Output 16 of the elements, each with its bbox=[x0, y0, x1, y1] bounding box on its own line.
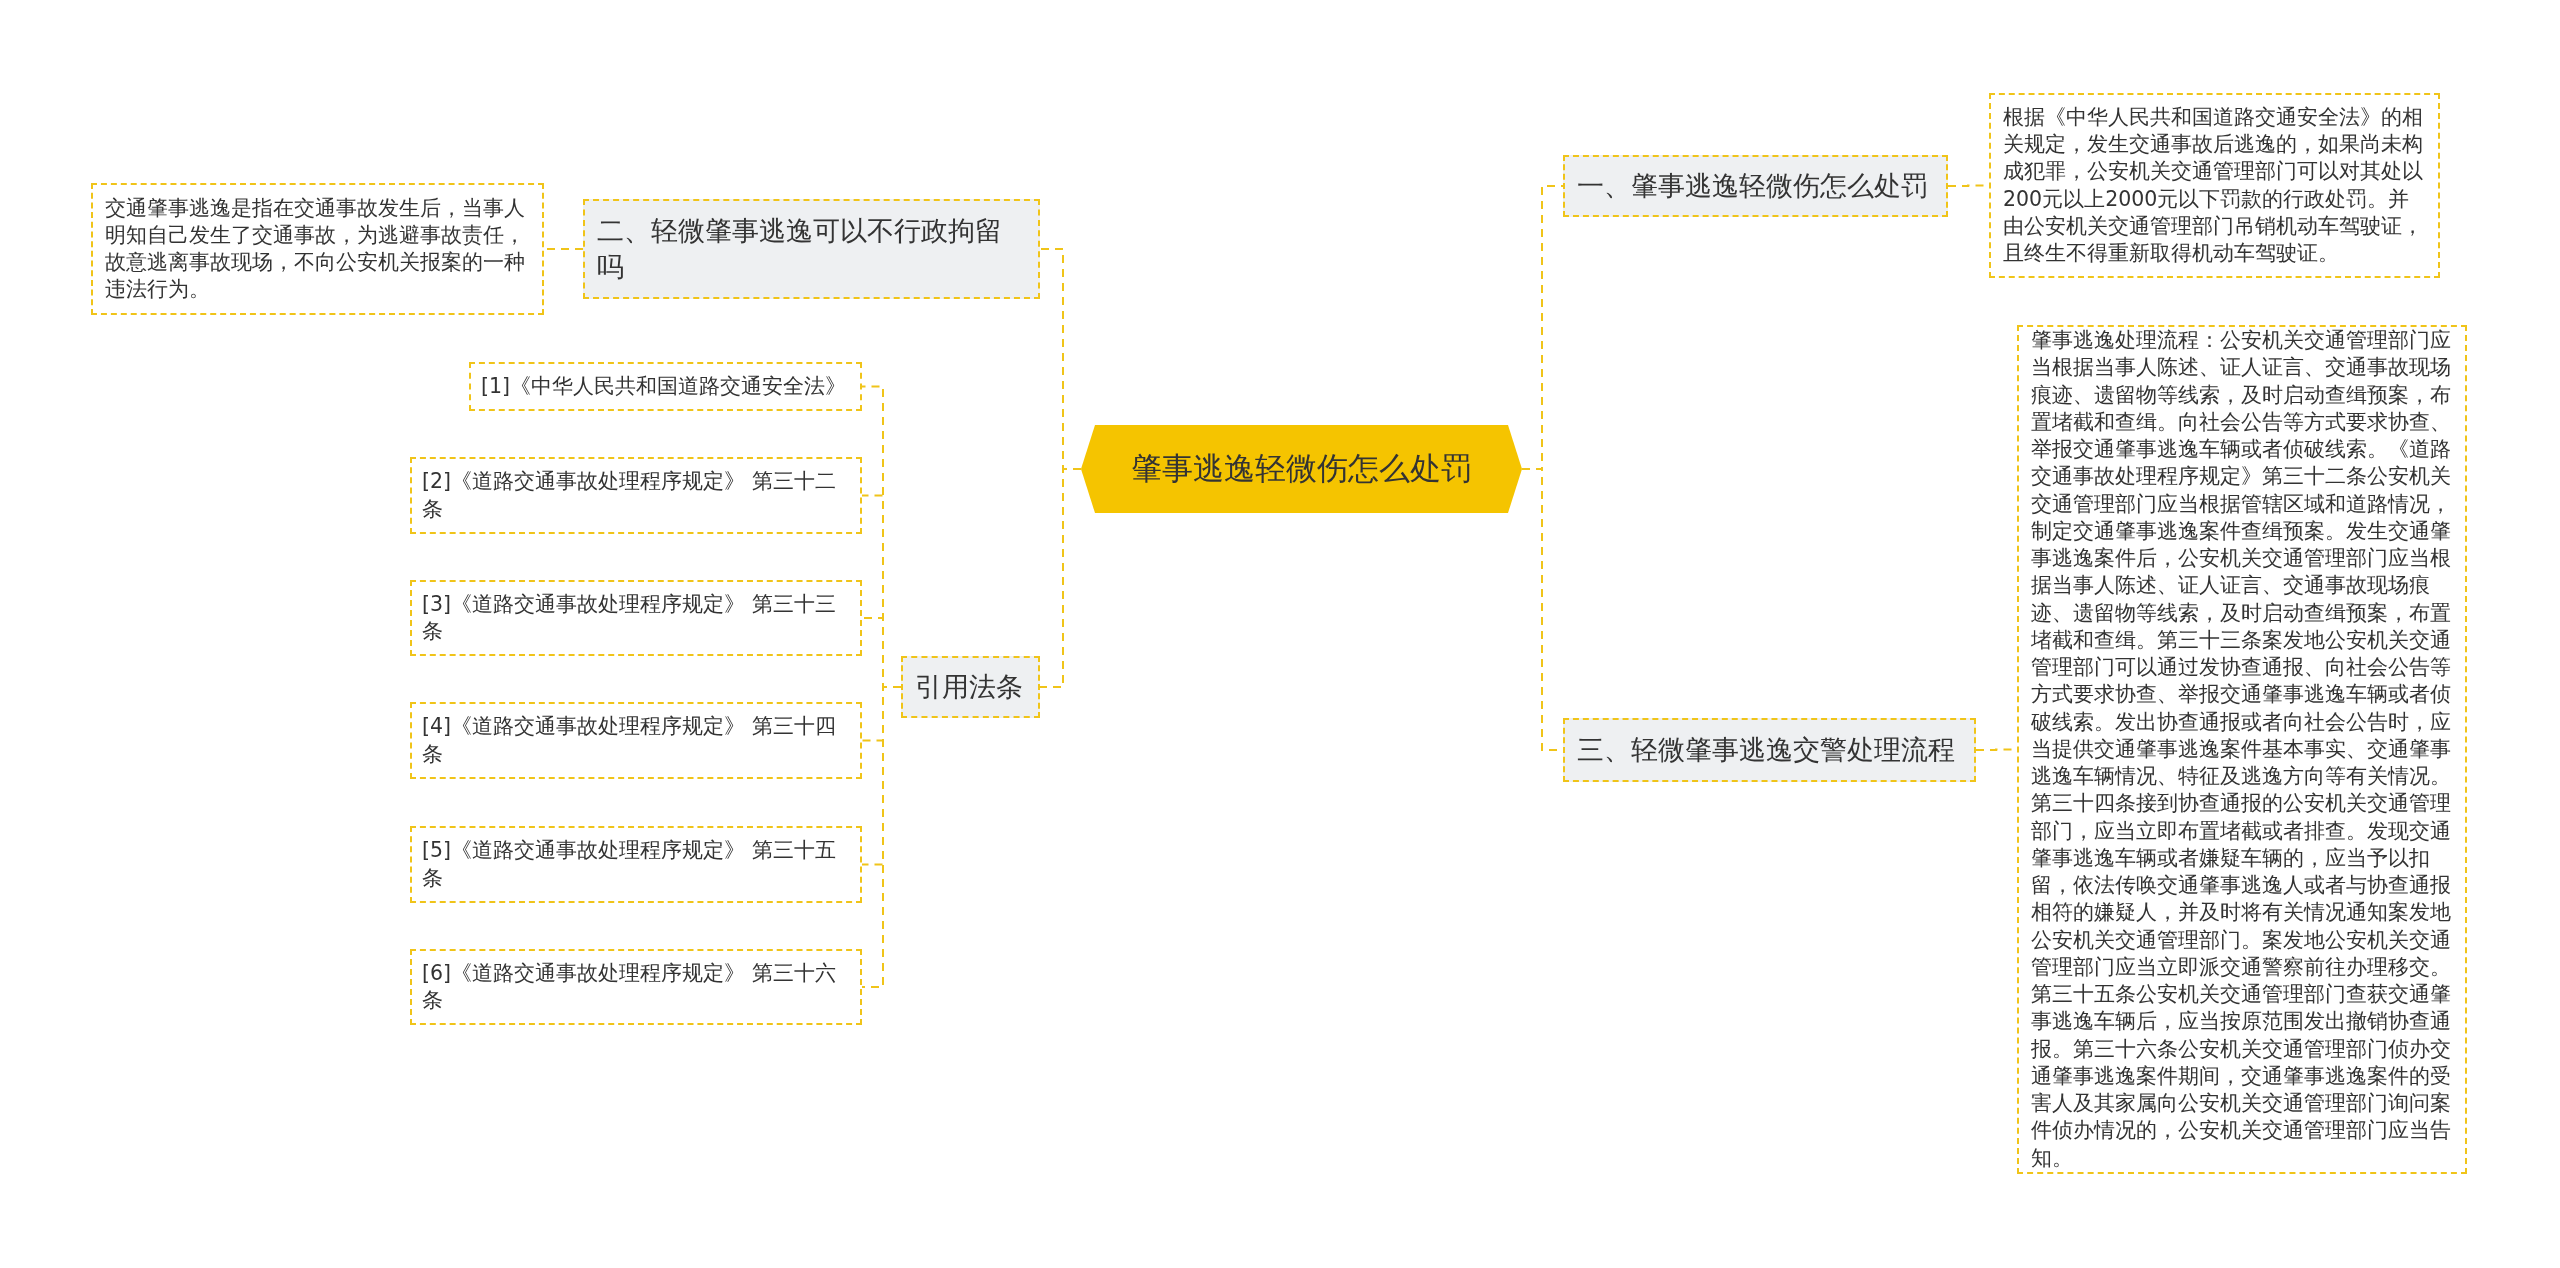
topic-box: 一、肇事逃逸轻微伤怎么处罚 bbox=[1563, 155, 1948, 217]
topic-hexagon: 肇事逃逸轻微伤怎么处罚 bbox=[1081, 425, 1522, 513]
topic-box: 引用法条 bbox=[901, 656, 1040, 718]
citation-box: [5]《道路交通事故处理程序规定》 第三十五条 bbox=[410, 826, 862, 903]
citation-box: [4]《道路交通事故处理程序规定》 第三十四条 bbox=[410, 702, 862, 779]
citation-box: [6]《道路交通事故处理程序规定》 第三十六条 bbox=[410, 949, 862, 1025]
citation-box: [3]《道路交通事故处理程序规定》 第三十三条 bbox=[410, 580, 862, 656]
topic-box: 三、轻微肇事逃逸交警处理流程 bbox=[1563, 718, 1976, 782]
text-box: 肇事逃逸处理流程：公安机关交通管理部门应当根据当事人陈述、证人证言、交通事故现场痕迹、遗留物等线索，及时启动查缉预案，布置堵截和查缉。向社会公告等方式要求协查、举报交通肇事逃逸车辆或者侦破线索。《道路交通事故处理程序规定》第三十二条公安机关交通管理部门应当根据管辖区域和道路情况，制定交通肇事逃逸案件查缉预案。发生交通肇事逃逸案件后，公安机关交通管理部门应当根据当事人陈述、证人证言、交通事故现场痕迹、遗留物等线索，及时启动查缉预案，布置堵截和查缉。第三十三条案发地公安机关交通管理部门可以通过发协查通报、向社会公告等方式要求协查、举报交通肇事逃逸车辆或者侦破线索。发出协查通报或者向社会公告时，应当提供交通肇事逃逸案件基本事实、交通肇事逃逸车辆情况、特征及逃逸方向等有关情况。第三十四条接到协查通报的公安机关交通管理部门，应当立即布置堵截或者排查。发现交通肇事逃逸车辆或者嫌疑车辆的，应当予以扣留，依法传唤交通肇事逃逸人或者与协查通报相符的嫌疑人，并及时将有关情况通知案发地公安机关交通管理部门。案发地公安机关交通管理部门应当立即派交通警察前往办理移交。第三十五条公安机关交通管理部门查获交通肇事逃逸车辆后，应当按原范围发出撤销协查通报。第三十六条公安机关交通管理部门侦办交通肇事逃逸案件期间，交通肇事逃逸案件的受害人及其家属向公安机关交通管理部门询问案件侦办情况的，公安机关交通管理部门应当告知。 bbox=[2017, 325, 2467, 1174]
citation-box: [1]《中华人民共和国道路交通安全法》 bbox=[469, 362, 862, 411]
text-box: 根据《中华人民共和国道路交通安全法》的相关规定，发生交通事故后逃逸的，如果尚未构成犯罪，公安机关交通管理部门可以对其处以200元以上2000元以下罚款的行政处罚。并由公安机关交通管理部门吊销机动车驾驶证，且终生不得重新取得机动车驾驶证。 bbox=[1989, 93, 2440, 278]
citation-box: [2]《道路交通事故处理程序规定》 第三十二条 bbox=[410, 457, 862, 534]
connector-line bbox=[861, 686, 902, 988]
topic-box: 二、轻微肇事逃逸可以不行政拘留吗 bbox=[583, 199, 1040, 299]
text-box: 交通肇事逃逸是指在交通事故发生后，当事人明知自己发生了交通事故，为逃避事故责任，故意逃离事故现场，不向公安机关报案的一种违法行为。 bbox=[91, 183, 544, 315]
connector-line bbox=[1039, 468, 1082, 688]
